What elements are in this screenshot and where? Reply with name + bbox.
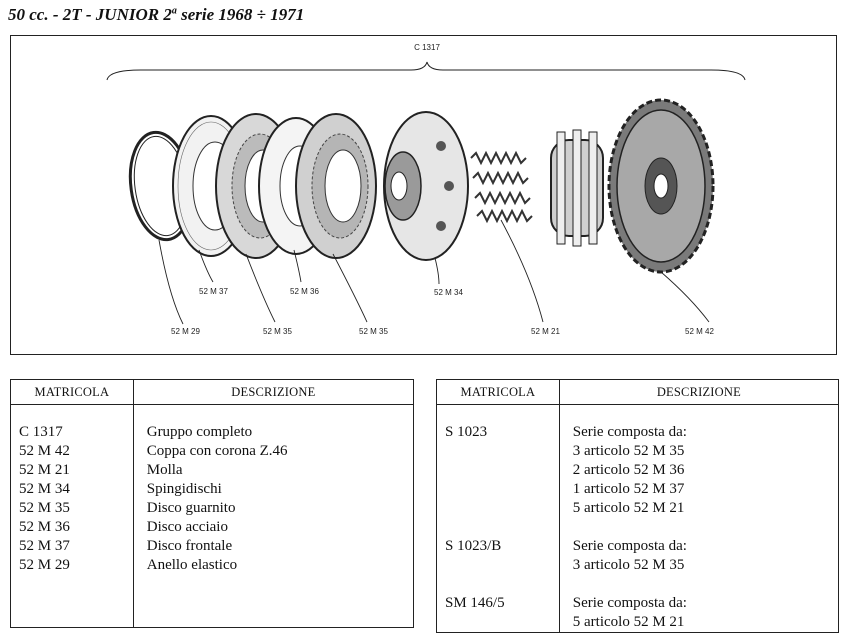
set-description-line: Serie composta da:	[572, 424, 687, 440]
part-code: 52 M 36	[19, 519, 70, 535]
label-52m35-b: 52 M 35	[359, 327, 388, 336]
part-description: Coppa con corona Z.46	[146, 443, 288, 459]
part-description: Molla	[146, 462, 183, 478]
part-code: 52 M 37	[19, 538, 70, 554]
label-52m36: 52 M 36	[290, 287, 319, 296]
set-code: SM 146/5	[445, 595, 505, 611]
title-tail: serie 1968 ÷ 1971	[176, 5, 305, 24]
label-52m35-a: 52 M 35	[263, 327, 292, 336]
set-description-line: 5 articolo 52 M 21	[572, 500, 685, 516]
springs-part	[470, 150, 533, 224]
column-header-description: DESCRIZIONE	[132, 379, 414, 405]
part-code: 52 M 42	[19, 443, 70, 459]
part-description: Gruppo completo	[146, 424, 253, 440]
parts-table-left: MATRICOLA DESCRIZIONE C 1317 52 M 42 52 …	[10, 379, 414, 628]
assembly-code-label: C 1317	[414, 43, 440, 52]
title-main: 50 cc. - 2T - JUNIOR 2	[8, 5, 172, 24]
exploded-clutch-diagram: C 1317	[10, 35, 837, 355]
code-column: C 1317 52 M 42 52 M 21 52 M 34 52 M 35 5…	[11, 405, 134, 628]
set-code: S 1023/B	[445, 538, 502, 554]
code-column: S 1023 S 1023/B SM 146/5	[437, 405, 560, 633]
part-code: C 1317	[19, 424, 63, 440]
column-header-code: MATRICOLA	[436, 379, 560, 405]
pressure-plate-part	[383, 111, 469, 261]
set-description-line: 2 articolo 52 M 36	[572, 462, 685, 478]
lined-disc-part-b	[295, 113, 377, 259]
description-column: Serie composta da: 3 articolo 52 M 35 2 …	[558, 404, 839, 633]
column-header-code: MATRICOLA	[10, 379, 134, 405]
column-header-description: DESCRIZIONE	[558, 379, 839, 405]
set-description-line: Serie composta da:	[572, 595, 687, 611]
label-52m34: 52 M 34	[434, 288, 463, 297]
part-description: Spingidischi	[146, 481, 222, 497]
clutch-drawing: C 1317	[106, 43, 746, 336]
set-description-line: 5 articolo 52 M 21	[572, 614, 685, 630]
part-description: Anello elastico	[146, 557, 238, 573]
part-code: 52 M 34	[19, 481, 70, 497]
leader-lines	[158, 219, 710, 325]
set-description-line: 3 articolo 52 M 35	[572, 443, 685, 459]
set-description-line: Serie composta da:	[572, 538, 687, 554]
page-title: 50 cc. - 2T - JUNIOR 2a serie 1968 ÷ 197…	[8, 5, 304, 25]
label-52m21: 52 M 21	[531, 327, 560, 336]
label-52m42: 52 M 42	[685, 327, 714, 336]
label-52m29: 52 M 29	[171, 327, 200, 336]
set-description-line: 1 articolo 52 M 37	[572, 481, 685, 497]
parts-table-right: MATRICOLA DESCRIZIONE S 1023 S 1023/B SM…	[436, 379, 839, 633]
part-code: 52 M 35	[19, 500, 70, 516]
part-description: Disco guarnito	[146, 500, 236, 516]
part-description: Disco acciaio	[146, 519, 228, 535]
set-description-line: 3 articolo 52 M 35	[572, 557, 685, 573]
part-description: Disco frontale	[146, 538, 233, 554]
assembly-brace	[106, 61, 746, 81]
description-column: Gruppo completo Coppa con corona Z.46 Mo…	[132, 404, 414, 628]
set-code: S 1023	[445, 424, 488, 440]
part-code: 52 M 29	[19, 557, 70, 573]
clutch-bell-part	[607, 98, 715, 274]
inner-hub-part	[550, 129, 604, 247]
label-52m37: 52 M 37	[199, 287, 228, 296]
title-superscript: a	[171, 5, 177, 17]
part-code: 52 M 21	[19, 462, 70, 478]
